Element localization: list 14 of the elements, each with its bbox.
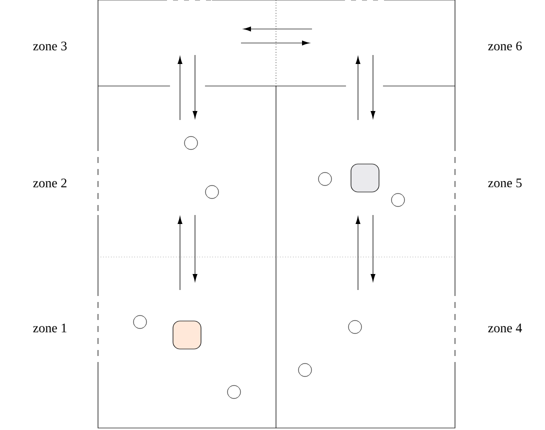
circle-marker [318, 172, 332, 186]
circle-marker [133, 315, 147, 329]
circle-marker [227, 385, 241, 399]
circle-marker [184, 136, 198, 150]
circle-marker [298, 363, 312, 377]
circle-marker [391, 193, 405, 207]
zone-label: zone 2 [33, 178, 66, 188]
zone-label: zone 1 [33, 324, 66, 332]
zone-label: zone 5 [488, 178, 522, 188]
zone-label: zone 4 [488, 324, 522, 332]
zone-label: zone 3 [33, 42, 67, 50]
circle-marker [205, 185, 219, 199]
zone-label: zone 6 [488, 42, 522, 50]
circle-marker [348, 320, 362, 334]
